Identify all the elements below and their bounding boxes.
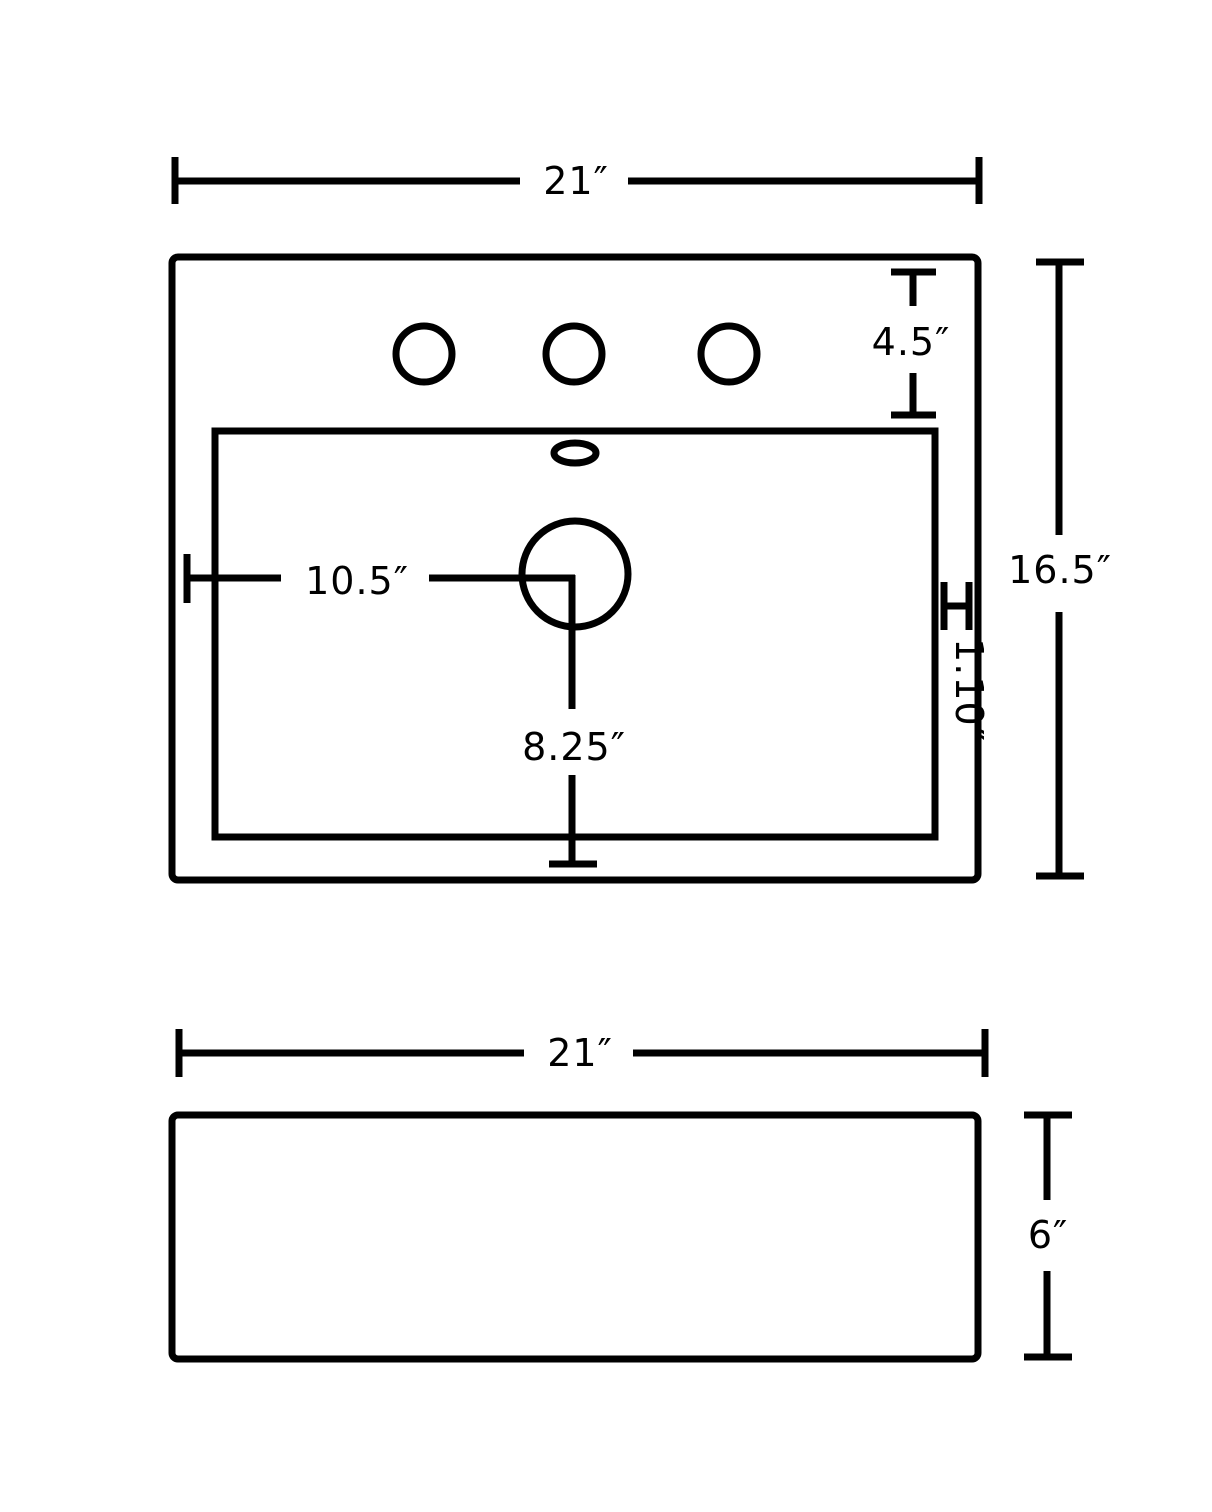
front-view: 21″ 6″ [168,1029,1072,1363]
faucet-hole-center [542,322,606,386]
sink-outer-outline [168,253,982,884]
top-width-dimension: 21″ [171,157,983,204]
rim-label: 1.10″ [947,638,991,742]
top-width-label: 21″ [543,159,609,203]
top-view: 21″ 4.5″ 16.5″ [168,157,1112,884]
depth-dimension: 16.5″ [1008,258,1112,880]
faucet-setback-label: 4.5″ [872,320,951,364]
drain-from-front-label: 8.25″ [522,725,626,769]
depth-label: 16.5″ [1008,548,1112,592]
faucet-hole-right [697,322,761,386]
height-dimension: 6″ [1024,1111,1072,1361]
drain-from-side-label: 10.5″ [305,559,409,603]
overflow-hole [550,439,600,467]
rim-thickness-dimension: 1.10″ [940,582,991,742]
faucet-setback-dimension: 4.5″ [872,268,951,419]
faucet-hole-left [392,322,456,386]
front-width-dimension: 21″ [175,1029,989,1077]
sink-front-profile [168,1111,982,1363]
drain-side-dimension: 10.5″ [183,554,575,603]
front-width-label: 21″ [547,1031,613,1075]
drain-front-dimension: 8.25″ [522,575,626,868]
height-label: 6″ [1028,1213,1068,1257]
